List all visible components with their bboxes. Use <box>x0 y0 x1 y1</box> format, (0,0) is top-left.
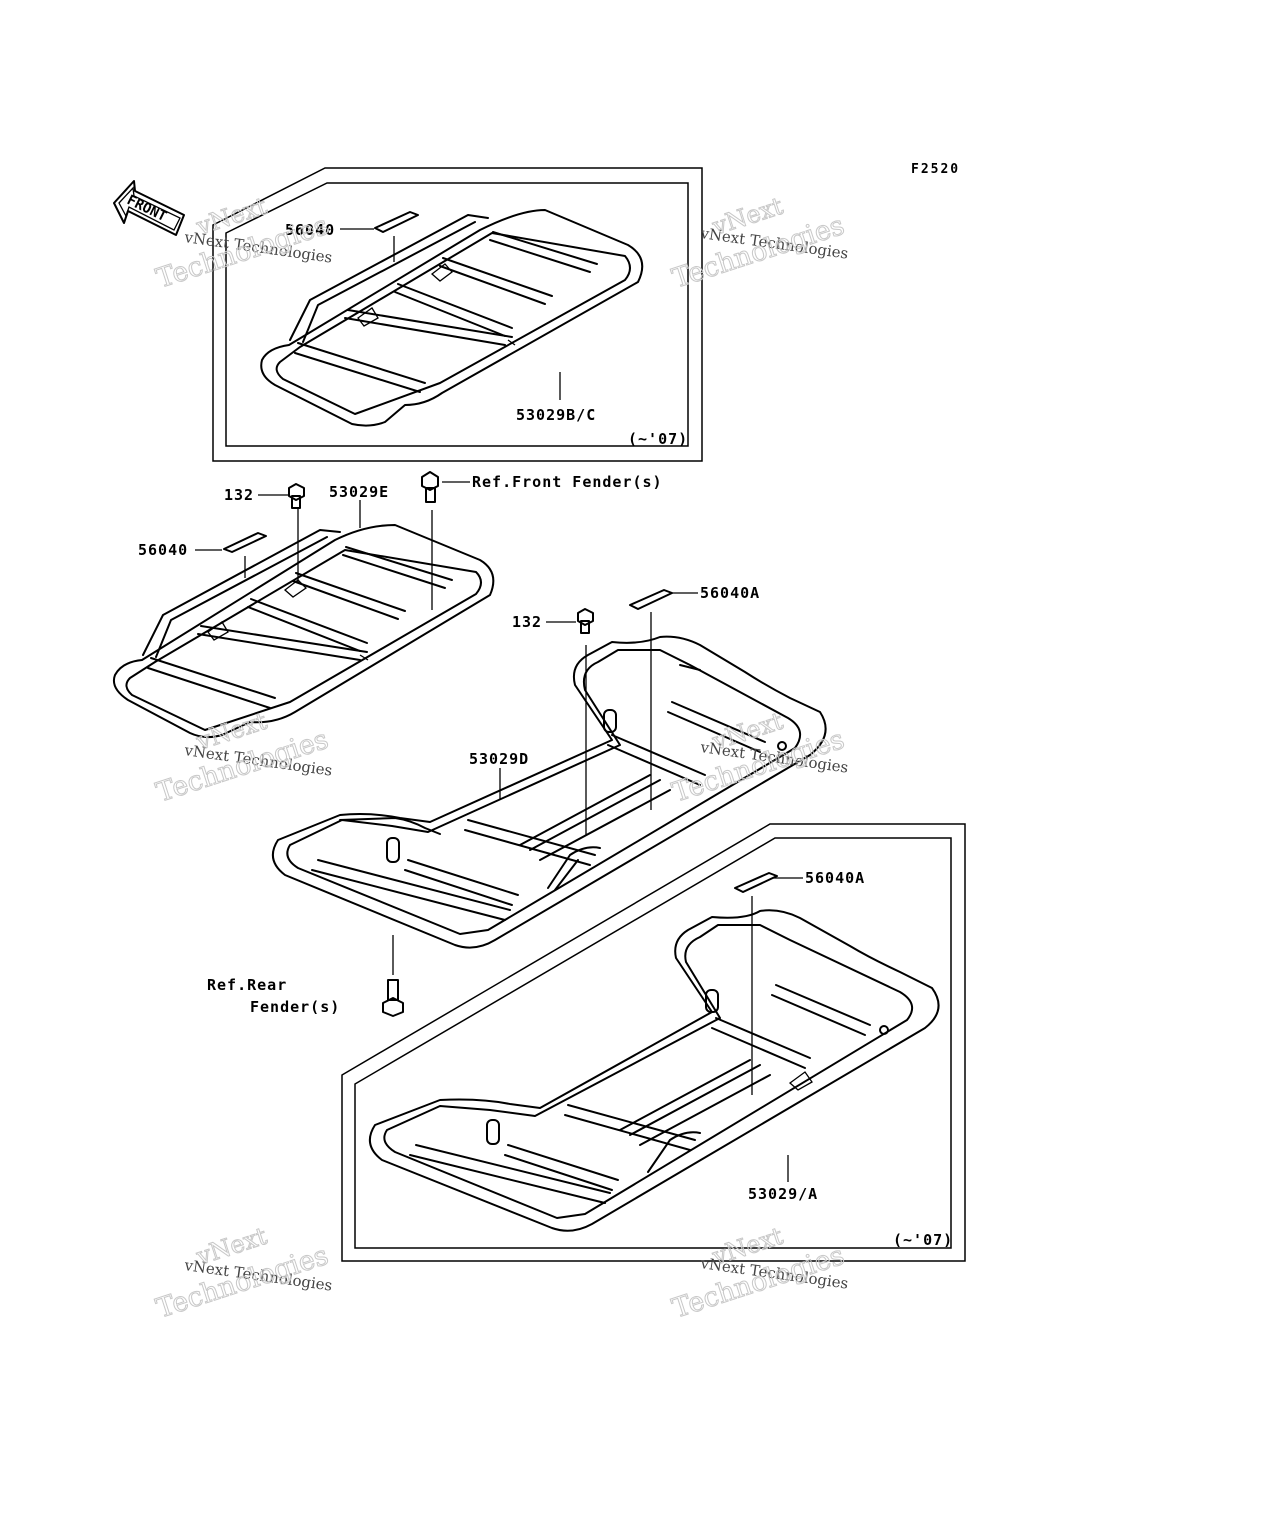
callout-132-front: 132 <box>224 486 254 504</box>
callout-53029E: 53029E <box>329 483 389 501</box>
callout-56040A-bottom: 56040A <box>805 869 865 887</box>
sticker-56040A-bottom: 56040A <box>734 869 865 1095</box>
watermark-bottom-left: vNext Technologies vNext Technologies <box>152 1221 333 1325</box>
rack-53029E-drawing <box>112 524 495 739</box>
callout-53029D: 53029D <box>469 750 529 768</box>
callout-56040-top: 56040 <box>285 221 335 239</box>
top-variant-frame <box>212 167 703 462</box>
callout-53029-A: 53029/A <box>748 1185 818 1203</box>
top-note: (~'07) <box>628 430 688 448</box>
ref-front-fender: Ref.Front Fender(s) <box>472 473 663 491</box>
bolt-rear-fender: Ref.Rear Fender(s) <box>207 935 404 1017</box>
bolt-132-rear: 132 <box>512 608 594 835</box>
watermark-mid-right: vNext Technologies vNext Technologies <box>668 706 849 809</box>
figure-code: F2520 <box>911 162 960 177</box>
bottom-note: (~'07) <box>893 1231 953 1249</box>
ref-rear-fender-line2: Fender(s) <box>250 998 340 1016</box>
rack-53029-A-drawing <box>368 909 940 1232</box>
callout-53029B-C: 53029B/C <box>516 406 596 424</box>
ref-rear-fender-line1: Ref.Rear <box>207 976 287 994</box>
watermark-mid-left: vNext Technologies vNext Technologies <box>152 706 333 809</box>
watermark-top-left: vNext Technologies vNext Technologies <box>152 191 333 295</box>
bolt-front-fender: Ref.Front Fender(s) <box>421 471 663 610</box>
front-direction-arrow-icon: FRONT <box>113 180 185 236</box>
callout-56040-front: 56040 <box>138 541 188 559</box>
watermark-bottom-right: vNext Technologies vNext Technologies <box>668 1221 849 1325</box>
callout-56040A-rear: 56040A <box>700 584 760 602</box>
callout-132-rear: 132 <box>512 613 542 631</box>
bolt-132-front: 132 <box>224 483 305 582</box>
rack-53029B-C-drawing <box>260 209 644 427</box>
rack-53029D-drawing <box>271 635 827 949</box>
sticker-56040-front: 56040 <box>138 532 267 578</box>
sticker-56040-top: 56040 <box>285 211 419 262</box>
watermark-top-right: vNext Technologies vNext Technologies <box>668 191 849 295</box>
bottom-variant-frame <box>341 823 966 1262</box>
sticker-56040A-rear: 56040A <box>629 584 760 810</box>
